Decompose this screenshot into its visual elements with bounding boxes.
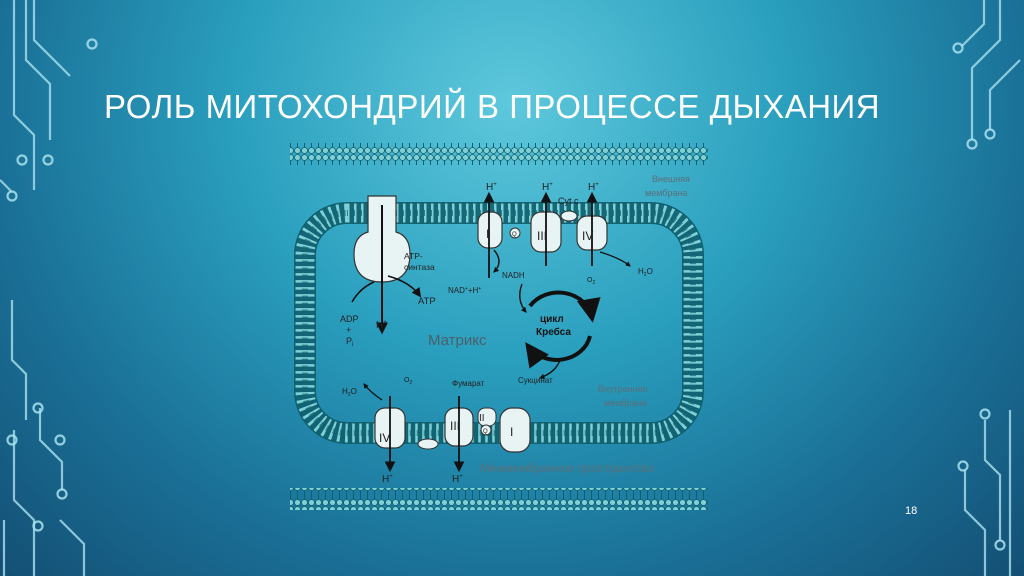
outer-membrane-label-1: Внешняя xyxy=(652,174,690,184)
complex-bottom-iii xyxy=(444,396,474,473)
complex-bottom-i xyxy=(499,407,531,453)
proton-top-2: H+ xyxy=(542,182,553,193)
complex-bottom-label-4: I xyxy=(510,425,513,439)
complex-top-label-3: IV xyxy=(582,229,593,243)
complex-top-iii xyxy=(530,191,578,266)
oxygen-top-label: O2 xyxy=(587,277,595,286)
complex-bottom-iv xyxy=(363,383,406,473)
complex-bottom-label-1: IV xyxy=(379,431,390,445)
outer-membrane-bottom xyxy=(290,488,708,510)
complex-top-label-1: I xyxy=(486,227,489,241)
atp-label: ATP xyxy=(418,296,436,307)
cyt-c-bottom xyxy=(417,438,439,450)
inner-membrane-label-2: мембрана xyxy=(604,398,646,408)
complex-top-label-2: III xyxy=(537,229,547,243)
q-bottom-label: Q xyxy=(483,429,488,435)
page-number: 18 xyxy=(905,505,918,517)
atp-synthase xyxy=(351,195,422,335)
inner-membrane-label-1: Внутренняя xyxy=(598,384,647,394)
ubiquinone-top xyxy=(509,227,521,239)
adp-plus: + xyxy=(346,325,351,335)
proton-atp: H+ xyxy=(376,320,387,331)
complex-top-iv xyxy=(576,191,631,267)
proton-bottom-1: H+ xyxy=(382,474,393,485)
cyt-c-label: Cyt c xyxy=(558,196,579,206)
outer-membrane-label-2: мембрана xyxy=(645,188,687,198)
krebs-label-1: цикл xyxy=(540,314,564,325)
nad-label: NAD++H+ xyxy=(448,286,481,295)
matrix-label: Матрикс xyxy=(428,332,487,349)
atp-synthase-label-2: синтаза xyxy=(404,262,435,272)
slide-title: РОЛЬ МИТОХОНДРИЙ В ПРОЦЕССЕ ДЫХАНИЯ xyxy=(104,88,881,125)
q-top-label: Q xyxy=(512,232,517,238)
water-bottom-label: H2O xyxy=(342,387,357,398)
water-top-label: H2O xyxy=(638,267,653,278)
fumarate-label: Фумарат xyxy=(452,379,485,388)
outer-membrane-top xyxy=(290,143,708,165)
phosphate-label: Pi xyxy=(346,336,353,348)
complex-top-i xyxy=(477,191,503,278)
proton-bottom-2: H+ xyxy=(452,474,463,485)
krebs-label-2: Кребса xyxy=(536,326,571,338)
krebs-cycle-arrows xyxy=(519,283,601,380)
intermembrane-space-label: Межмембранное пространство xyxy=(480,461,654,475)
oxygen-bottom-label: O2 xyxy=(404,377,412,386)
complex-bottom-ii xyxy=(477,407,497,436)
succinate-label: Сукцинат xyxy=(518,376,553,385)
complex-bottom-label-3: II xyxy=(479,413,485,424)
atp-synthase-label-1: ATP- xyxy=(404,251,423,261)
nadh-label: NADH xyxy=(502,271,525,280)
proton-top-3: H+ xyxy=(588,182,599,193)
proton-top-1: H+ xyxy=(486,182,497,193)
complex-bottom-label-2: III xyxy=(450,419,460,433)
inner-membrane xyxy=(294,202,704,444)
adp-label: ADP xyxy=(340,314,359,324)
